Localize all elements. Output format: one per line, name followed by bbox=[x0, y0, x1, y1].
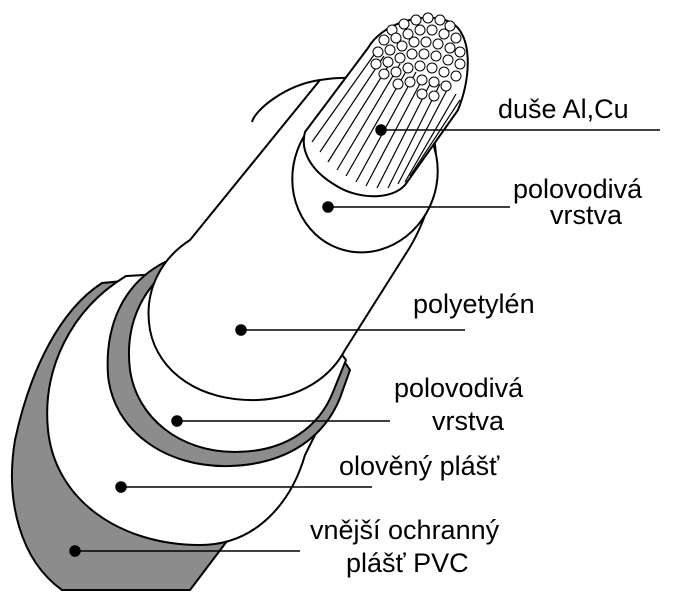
cable-body bbox=[12, 13, 468, 590]
label-lead-sheath: olověný plášť bbox=[339, 451, 500, 481]
insulation-leader-dot bbox=[236, 325, 246, 335]
label-inner-semi-2: vrstva bbox=[550, 200, 623, 230]
label-core: duše Al,Cu bbox=[498, 94, 629, 124]
label-outer-semi-1: polovodivá bbox=[394, 373, 524, 403]
core-leader-dot bbox=[376, 125, 386, 135]
label-outer-sheath-1: vnější ochranný bbox=[310, 515, 500, 545]
label-outer-semi-2: vrstva bbox=[432, 406, 505, 436]
inner-semi-leader-dot bbox=[323, 202, 333, 212]
lead-leader-dot bbox=[116, 482, 126, 492]
label-outer-sheath-2: plášť PVC bbox=[346, 548, 469, 578]
label-insulation: polyetylén bbox=[413, 289, 535, 319]
outer-semi-leader-dot bbox=[172, 416, 182, 426]
sheath-leader-dot bbox=[70, 546, 80, 556]
